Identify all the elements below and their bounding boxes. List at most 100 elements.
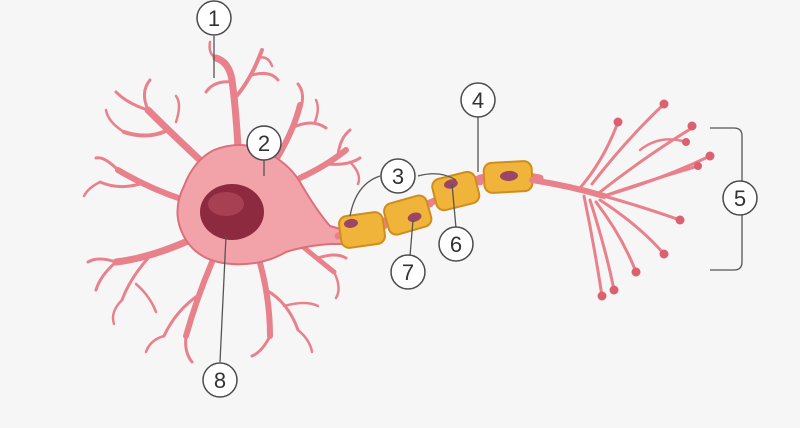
dendrite-lower-left-twig-5 [134,282,158,314]
leader-8 [219,235,227,363]
dendrite-right [297,147,349,181]
dendrite-bottom-right-twig-4 [282,301,320,308]
leader-6 [451,183,457,229]
dendrite-upper-left-twig-1 [122,128,170,138]
label-2-circle [246,125,282,161]
terminal-bulb-11 [597,291,607,301]
label-8: 8 [202,362,238,398]
terminal-branch-5 [602,154,712,198]
terminal-branch-10 [582,194,604,298]
leader-lines [213,36,479,363]
myelin-sheath [338,160,534,249]
label-6: 6 [438,226,474,262]
dendrite-upper-left-twig-2 [143,78,152,112]
myelin-segment-1 [338,211,386,249]
dendrite-top-right-twig-2 [296,82,305,112]
terminal-bulb-2 [659,99,669,109]
dendrite-top-twig-4 [256,56,274,68]
label-2: 2 [246,125,282,161]
terminal-branch-7 [598,198,666,256]
dendrite-top-branch [231,48,264,102]
terminal-branch-11 [638,138,688,152]
dendrite-upper-left-twig-4 [104,108,126,134]
dendrite-lower-right-twig-1 [316,253,348,260]
label-3: 3 [380,158,416,194]
terminal-branch-2 [590,102,666,186]
dendrite-right-twig-3 [348,160,361,186]
label-7-circle [390,254,426,290]
nucleus-highlight [208,192,244,216]
myelin-segment-3-nucleus [444,179,458,189]
terminal-bulb-10 [609,285,619,295]
label-4-circle [460,82,496,118]
label-8-circle [202,362,238,398]
label-1-text: 1 [208,6,220,31]
label-5-circle [722,180,758,216]
terminal-bulb-5 [705,151,715,161]
terminal-branch-1 [578,120,620,190]
leader-3 [349,173,457,217]
node-3 [476,178,484,186]
terminal-bulb-6 [694,162,702,170]
dendrite-bottom-right-twig-2 [250,334,272,358]
dendrite-left [115,167,187,203]
dendrite-bottom-right-twig-3 [296,328,314,354]
myelin-segment-2 [383,194,433,236]
dendrite-bottom-left-twig-1 [162,292,202,338]
dendrite-top-twig-1 [204,80,235,94]
myelin-segment-2-nucleus [407,212,422,222]
label-5: 5 [722,180,758,216]
dendrite-left-twig-1 [98,180,142,189]
terminal-branch-8 [594,200,638,274]
dendrite-top-right-twig-1 [290,121,328,130]
label-6-circle [438,226,474,262]
myelin-segment-1-nucleus [344,218,358,229]
dendrite-lower-left-twig-4 [111,298,124,326]
terminal-bulb-1 [613,117,623,127]
dendrite-top-right-twig-3 [313,98,319,124]
axon-terminals [529,102,712,298]
dendrite-lower-left-twig-1 [120,254,152,302]
myelin-segment-3 [431,170,481,212]
dendrites [82,40,362,364]
terminal-trunk [529,177,607,199]
label-5-text: 5 [734,186,746,211]
dendrite-lower-left-twig-3 [94,260,118,292]
terminal-bulbs [597,99,715,301]
dendrite-top-twig-2 [250,71,280,82]
myelin-segment-4 [482,160,534,194]
terminal-bulb-8 [659,249,669,259]
label-3-circle [380,158,416,194]
dendrite-upper-left [144,106,204,164]
label-7: 7 [390,254,426,290]
dendrite-lower-right-twig-2 [332,270,340,300]
terminal-branch-3 [598,126,694,194]
dendrite-bottom-right [255,253,273,339]
dendrite-bottom-left [183,259,215,339]
label-1: 1 [196,0,232,36]
dendrite-left-twig-3 [82,180,102,198]
terminal-bulb-9 [631,267,641,277]
terminal-bulb-7 [675,215,685,225]
dendrite-right-twig-2 [336,128,352,157]
dendrite-lower-left-twig-2 [86,257,118,264]
label-6-text: 6 [450,232,462,257]
dendrite-upper-left-twig-5 [174,94,181,124]
dendrite-bottom-left-twig-3 [144,334,166,354]
label-2-text: 2 [258,131,270,156]
dendrite-top-twig-3 [208,40,218,60]
dendrite-lower-left [112,236,194,266]
label-4: 4 [460,82,496,118]
terminal-branch-9 [588,198,616,292]
label-4-text: 4 [472,88,484,113]
label-8-text: 8 [214,368,226,393]
dendrite-right-twig-1 [324,156,362,166]
dendrite-bottom-left-twig-2 [184,334,194,364]
dendrite-upper-left-twig-3 [114,90,150,112]
myelin-segment-4-nucleus [500,170,518,181]
dendrite-left-twig-2 [94,156,120,172]
myelin-segment-3-body [431,170,481,212]
leader-7 [409,219,414,257]
